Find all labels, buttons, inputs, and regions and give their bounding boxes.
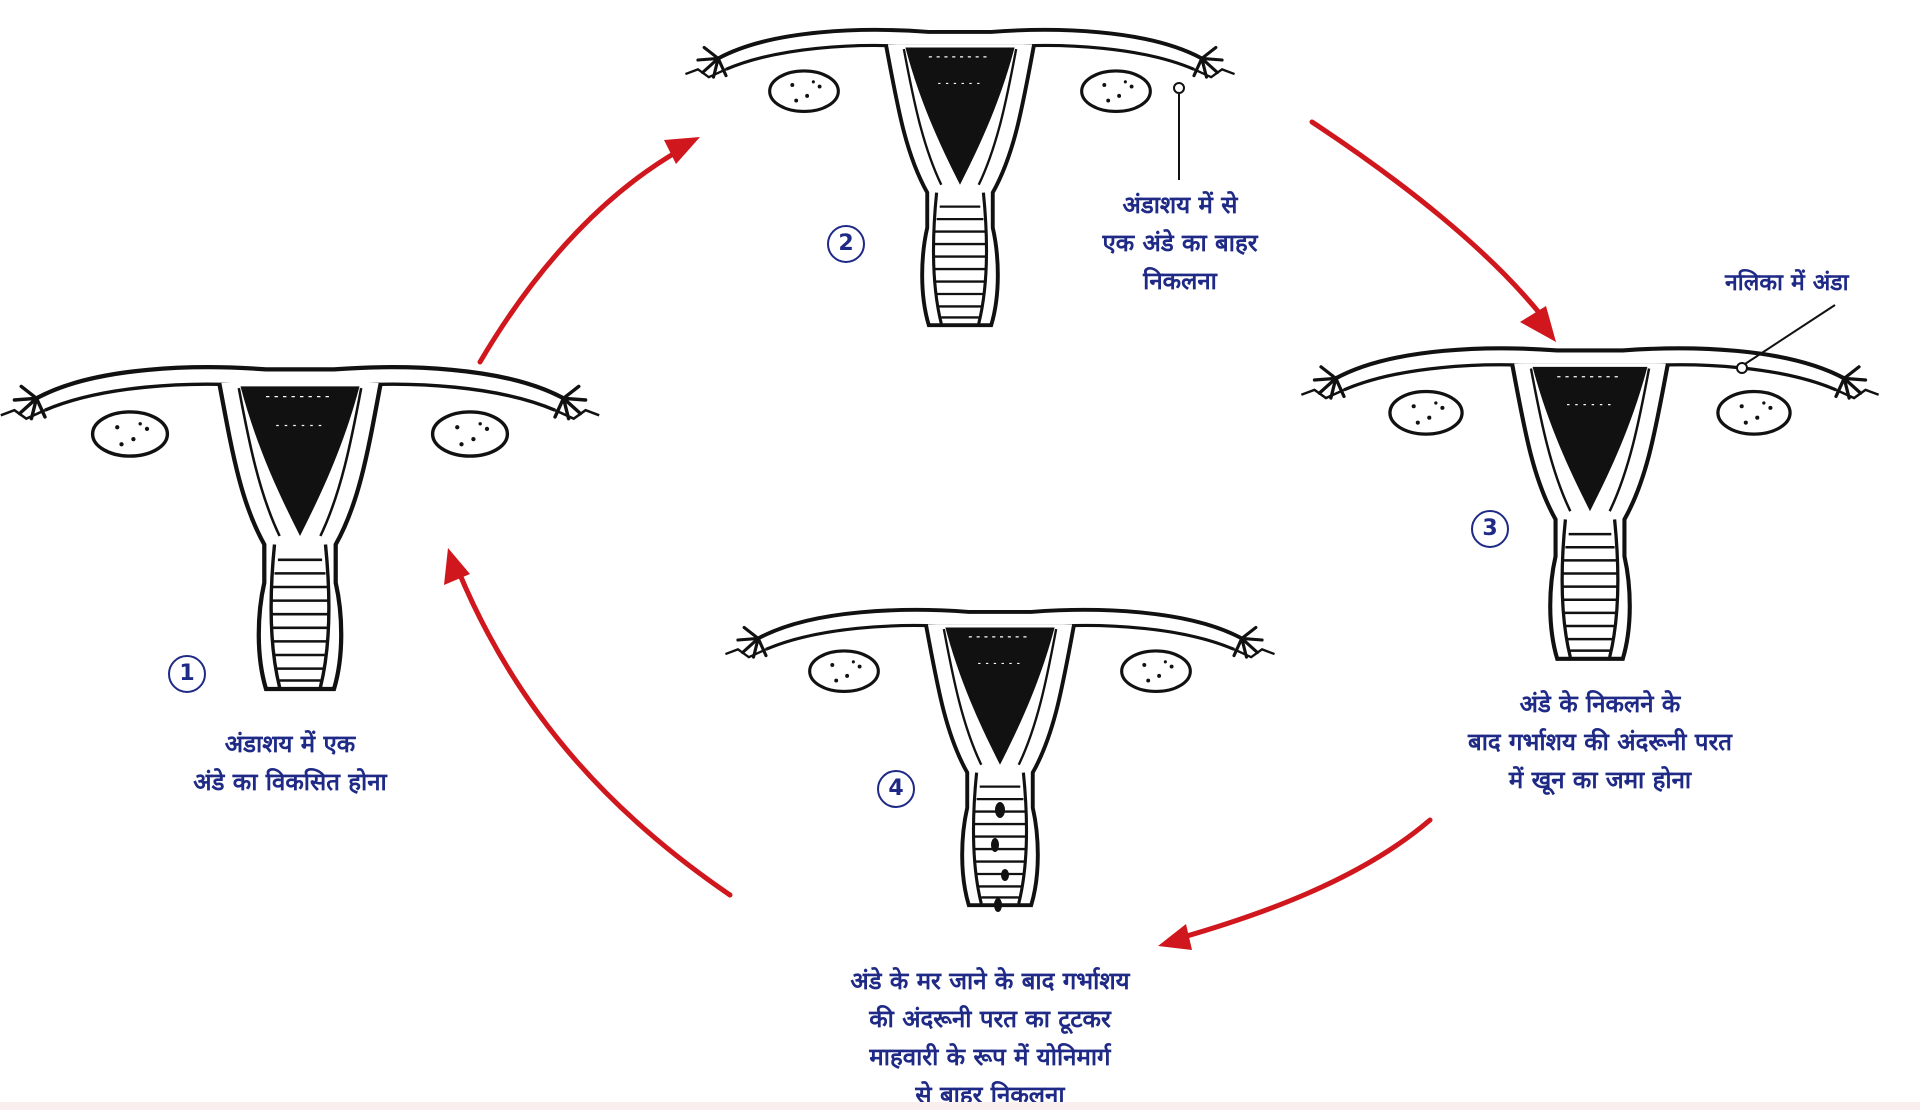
tube-egg-pointer xyxy=(1737,305,1835,373)
step-number-3: 3 xyxy=(1471,510,1509,548)
stage-3-caption: अंडे के निकलने के बाद गर्भाशय की अंदरूनी… xyxy=(1390,685,1810,799)
arrowhead-2-to-3 xyxy=(1520,306,1556,342)
uterus-figure-1 xyxy=(1,367,599,689)
step-number-2: 2 xyxy=(827,225,865,263)
step-number-4: 4 xyxy=(877,770,915,808)
cycle-arrow-2-to-3 xyxy=(1312,122,1545,320)
arrowhead-4-to-1 xyxy=(444,548,470,585)
uterus-figure-3 xyxy=(1301,348,1878,658)
stage-2-caption: अंडाशय में से एक अंडे का बाहर निकलना xyxy=(1040,186,1320,300)
stage-4-caption: अंडे के मर जाने के बाद गर्भाशय की अंदरून… xyxy=(760,962,1220,1114)
stage-1-caption: अंडाशय में एक अंडे का विकसित होना xyxy=(110,725,470,801)
cycle-arrow-3-to-4 xyxy=(1180,820,1430,938)
arrowhead-1-to-2 xyxy=(664,137,700,164)
stage-3-callout: नलिका में अंडा xyxy=(1725,265,1920,301)
cycle-arrow-1-to-2 xyxy=(480,150,680,362)
released-egg-marker xyxy=(1174,83,1184,180)
uterus-figure-4 xyxy=(725,610,1274,905)
arrowhead-3-to-4 xyxy=(1158,924,1192,950)
cycle-arrow-4-to-1 xyxy=(458,570,730,895)
step-number-1: 1 xyxy=(168,655,206,693)
bottom-edge-strip xyxy=(0,1102,1920,1110)
